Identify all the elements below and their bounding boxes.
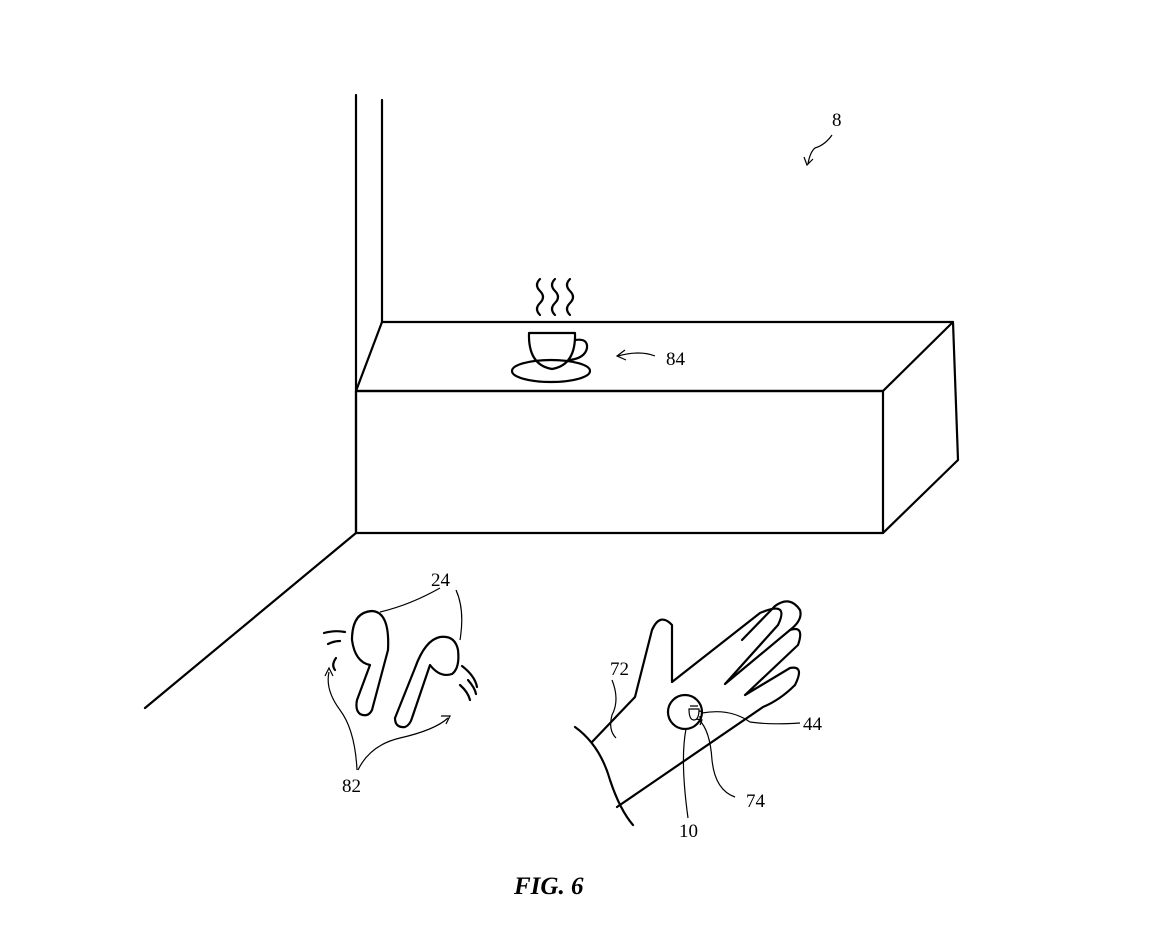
figure-caption: FIG. 6 (513, 873, 584, 900)
reference-arrows (615, 134, 833, 361)
saucer (510, 358, 592, 384)
earbuds (322, 587, 479, 771)
arrowhead (695, 718, 703, 726)
arrowhead (441, 715, 451, 725)
label-8: 8 (832, 110, 842, 131)
counter-side (881, 320, 960, 535)
floor-line (143, 531, 358, 710)
label-84: 84 (666, 349, 686, 370)
steam-icon (535, 277, 545, 317)
leader-line-44 (701, 711, 801, 725)
steam-icon (565, 277, 575, 317)
label-10: 10 (679, 821, 698, 842)
arrow-82-right (357, 717, 449, 771)
label-82: 82 (342, 776, 361, 797)
arrowhead (803, 156, 814, 167)
leader-line-24 (379, 587, 463, 641)
hand-outline (590, 607, 802, 809)
label-44: 44 (803, 714, 823, 735)
arrow-84 (617, 352, 656, 357)
sound-waves-left (322, 630, 347, 672)
leader-line-74 (698, 719, 736, 798)
device-ring (666, 693, 704, 731)
coffee-icon (688, 705, 703, 721)
arrowhead (324, 666, 334, 677)
cup-body (527, 331, 577, 371)
counter-front (354, 389, 885, 535)
steam-icon (550, 277, 560, 317)
left-earbud (350, 609, 390, 717)
sound-waves-right (458, 664, 479, 702)
cup-handle (568, 338, 589, 362)
leader-line-10 (682, 728, 689, 819)
room-scene (143, 93, 960, 710)
arrowhead (615, 349, 627, 361)
finger-outline (740, 600, 802, 642)
arrow-82-left (327, 671, 358, 771)
arrow-8 (807, 134, 833, 165)
right-earbud (393, 635, 460, 729)
label-72: 72 (610, 659, 629, 680)
hand (573, 600, 802, 827)
label-24: 24 (431, 570, 451, 591)
wrist-sleeve (573, 725, 635, 827)
coffee-cup (510, 277, 592, 384)
label-74: 74 (746, 791, 766, 812)
counter-top (354, 320, 955, 393)
leader-line-72 (610, 679, 617, 739)
